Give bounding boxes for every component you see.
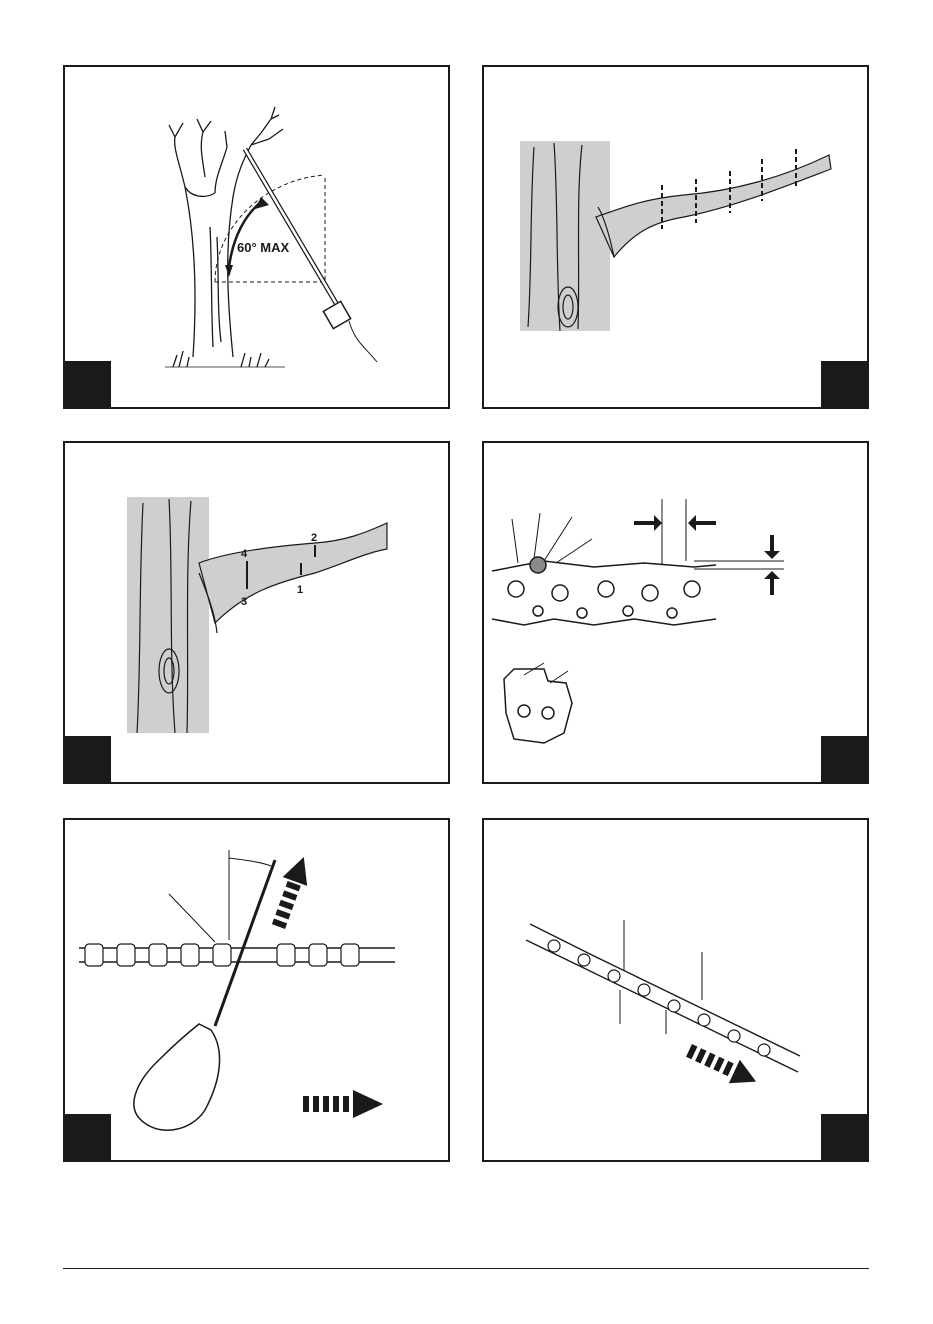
cut-sequence-illustration: 4 2 3 1 xyxy=(65,443,448,782)
figure-panel-cut-sequence: 4 2 3 1 xyxy=(63,441,450,784)
figure-corner-marker xyxy=(65,1114,111,1160)
figure-corner-marker xyxy=(821,1114,867,1160)
branch-sections-illustration xyxy=(484,67,867,407)
figure-panel-chain-tooth xyxy=(482,441,869,784)
chain-filing-illustration xyxy=(65,820,448,1160)
figure-panel-chain-direction xyxy=(482,818,869,1162)
figure-corner-marker xyxy=(65,736,111,782)
figure-panel-branch-sections xyxy=(482,65,869,409)
footer-rule xyxy=(63,1268,869,1269)
figure-corner-marker xyxy=(821,361,867,407)
cut-label-2: 2 xyxy=(311,532,317,544)
pole-saw-illustration: 60° MAX xyxy=(65,67,448,407)
figure-panel-pole-saw: 60° MAX xyxy=(63,65,450,409)
cut-label-4: 4 xyxy=(241,548,248,560)
angle-label: 60° MAX xyxy=(237,240,289,255)
figure-corner-marker xyxy=(65,361,111,407)
chain-direction-illustration xyxy=(484,820,867,1160)
chain-tooth-illustration xyxy=(484,443,867,782)
cut-label-1: 1 xyxy=(297,584,303,596)
cut-label-3: 3 xyxy=(241,596,247,608)
figure-panel-chain-filing xyxy=(63,818,450,1162)
figure-corner-marker xyxy=(821,736,867,782)
